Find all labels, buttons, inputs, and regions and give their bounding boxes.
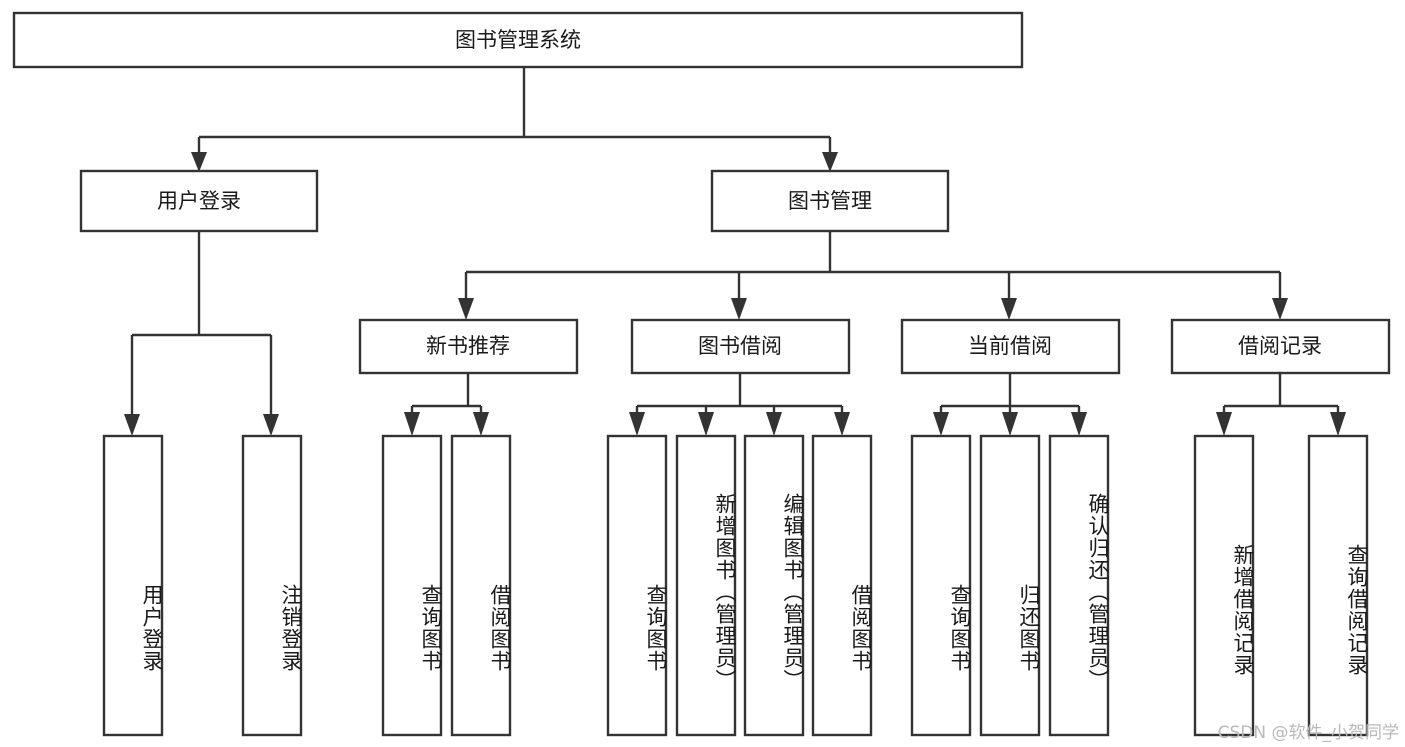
node-root[interactable]: 图书管理系统 bbox=[12, 11, 1024, 69]
node-leaf-user-logout-box[interactable] bbox=[241, 434, 303, 737]
arrow-head-leaf-query-book-3 bbox=[933, 412, 949, 436]
arrow-head-borrow-record bbox=[1272, 298, 1288, 320]
node-user-login-label: 用户登录 bbox=[157, 189, 241, 213]
node-current-borrow-box[interactable] bbox=[900, 318, 1121, 375]
node-leaf-borrow-book-2-box[interactable] bbox=[811, 434, 873, 737]
arrow-head-current-borrow bbox=[1001, 298, 1017, 320]
node-leaf-add-record-box[interactable] bbox=[1193, 434, 1255, 737]
arrow-head-new-book-recommend bbox=[458, 298, 474, 320]
node-leaf-query-record-box[interactable] bbox=[1307, 434, 1369, 737]
arrow-head-book-borrow bbox=[731, 298, 747, 320]
node-book-manage[interactable]: 图书管理 bbox=[710, 169, 950, 233]
node-book-borrow-label: 图书借阅 bbox=[698, 334, 782, 358]
node-root-box[interactable] bbox=[12, 11, 1024, 69]
node-leaf-return-book-box[interactable] bbox=[979, 434, 1041, 737]
connector-group bbox=[124, 67, 1346, 436]
node-current-borrow[interactable]: 当前借阅 bbox=[900, 318, 1121, 375]
arrow-head-leaf-user-login bbox=[124, 414, 140, 436]
node-root-label: 图书管理系统 bbox=[455, 28, 581, 52]
arrow-head-user-login bbox=[191, 152, 207, 172]
arrow-head-leaf-query-book-2 bbox=[629, 412, 645, 436]
node-user-login[interactable]: 用户登录 bbox=[79, 169, 319, 233]
node-leaf-add-book-box[interactable] bbox=[675, 434, 737, 737]
node-leaf-borrow-book-1-box[interactable] bbox=[450, 434, 512, 737]
arrow-head-leaf-query-record bbox=[1330, 412, 1346, 436]
node-leaf-query-book-1-box[interactable] bbox=[381, 434, 443, 737]
node-leaf-query-book-2-box[interactable] bbox=[606, 434, 668, 737]
node-leaf-edit-book-box[interactable] bbox=[743, 434, 805, 737]
node-book-manage-label: 图书管理 bbox=[788, 189, 872, 213]
node-user-login-box[interactable] bbox=[79, 169, 319, 233]
arrow-head-leaf-borrow-book-1 bbox=[473, 412, 489, 436]
node-new-book-recommend-box[interactable] bbox=[358, 318, 579, 375]
node-leaf-user-login-box[interactable] bbox=[102, 434, 164, 737]
node-new-book-recommend-label: 新书推荐 bbox=[426, 334, 510, 358]
node-book-manage-box[interactable] bbox=[710, 169, 950, 233]
node-leaf-query-book-3-box[interactable] bbox=[910, 434, 972, 737]
node-borrow-record-label: 借阅记录 bbox=[1238, 334, 1322, 358]
arrow-head-leaf-edit-book bbox=[766, 412, 782, 436]
arrow-head-leaf-confirm-return bbox=[1071, 412, 1087, 436]
leaf-box-group bbox=[102, 434, 1369, 737]
node-leaf-confirm-return-box[interactable] bbox=[1048, 434, 1110, 737]
node-book-borrow[interactable]: 图书借阅 bbox=[630, 318, 851, 375]
csdn-watermark: CSDN @软件_小贺同学 bbox=[1217, 723, 1399, 743]
arrow-head-leaf-query-book-1 bbox=[404, 412, 420, 436]
arrow-head-leaf-add-record bbox=[1216, 412, 1232, 436]
arrow-head-leaf-user-logout bbox=[263, 414, 279, 436]
node-current-borrow-label: 当前借阅 bbox=[968, 334, 1052, 358]
node-book-borrow-box[interactable] bbox=[630, 318, 851, 375]
node-borrow-record[interactable]: 借阅记录 bbox=[1170, 318, 1391, 375]
arrow-head-leaf-return-book bbox=[1002, 412, 1018, 436]
arrow-head-leaf-borrow-book-2 bbox=[834, 412, 850, 436]
arrow-head-book-manage bbox=[822, 152, 838, 172]
node-borrow-record-box[interactable] bbox=[1170, 318, 1391, 375]
node-new-book-recommend[interactable]: 新书推荐 bbox=[358, 318, 579, 375]
arrow-head-leaf-add-book bbox=[698, 412, 714, 436]
